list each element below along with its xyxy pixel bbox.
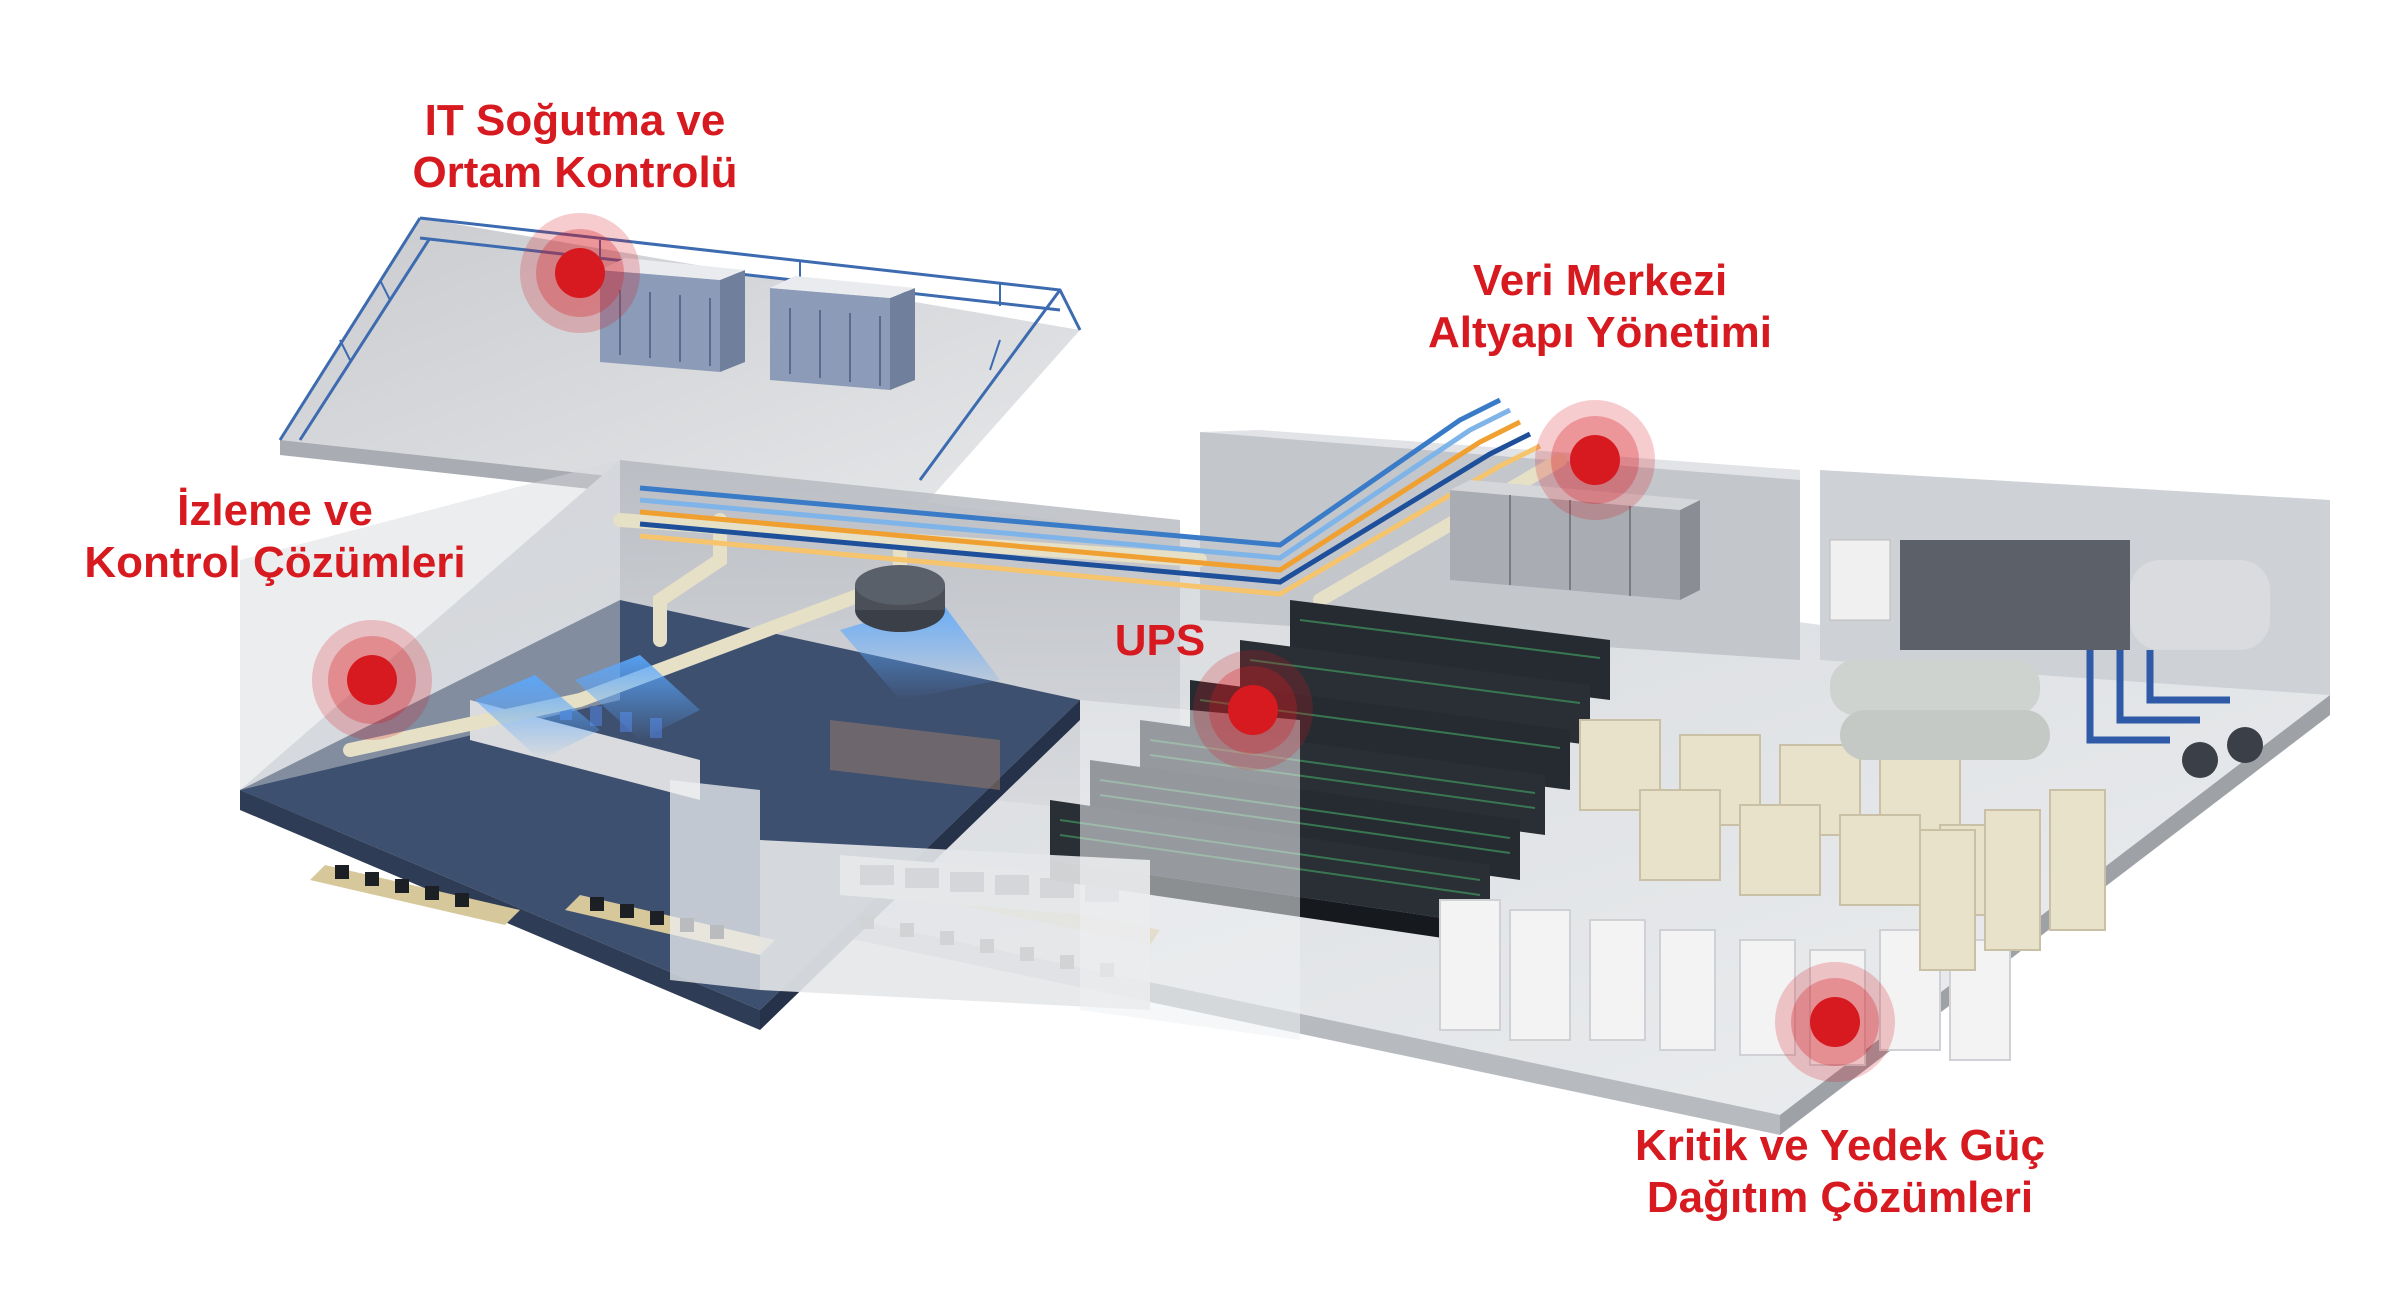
hotspot-monitoring[interactable] [312,620,432,740]
hotspot-power[interactable] [1775,962,1895,1082]
ceiling-fan-unit [855,565,945,632]
callout-power-line-2: Dağıtım Çözümleri [1646,1173,2034,1222]
hotspot-power-dot [1810,997,1860,1047]
rooftop-cooling-units [600,258,915,390]
partition-walls [670,700,1300,1040]
hotspot-dcim[interactable] [1535,400,1655,520]
callout-monitoring-line-2: Kontrol Çözümleri [84,538,466,587]
hotspot-cooling-dot [555,248,605,298]
callout-label-cooling: IT Soğutma ve Ortam Kontrolü [405,95,745,199]
callout-label-monitoring: İzleme ve Kontrol Çözümleri [70,485,480,589]
callout-cooling-line-1: IT Soğutma ve [424,96,726,145]
callout-dcim-line-2: Altyapı Yönetimi [1428,308,1772,357]
hotspot-monitoring-dot [347,655,397,705]
power-equipment [1439,719,2106,1066]
callout-ups-line-1: UPS [1114,616,1206,665]
callout-label-ups: UPS [1090,615,1230,667]
callout-cooling-line-2: Ortam Kontrolü [412,148,738,197]
generator-chillers [1829,539,2270,778]
hotspot-cooling[interactable] [520,213,640,333]
cooling-pipes [639,397,1542,597]
callout-power-line-1: Kritik ve Yedek Güç [1634,1121,2046,1170]
hotspot-ups-dot [1228,685,1278,735]
air-handling-units [1450,480,1700,600]
callout-monitoring-line-1: İzleme ve [177,486,373,535]
callout-label-dcim: Veri Merkezi Altyapı Yönetimi [1410,255,1790,359]
hotspot-dcim-dot [1570,435,1620,485]
callout-dcim-line-1: Veri Merkezi [1472,256,1728,305]
callout-label-power: Kritik ve Yedek Güç Dağıtım Çözümleri [1610,1120,2070,1224]
hotspot-ups[interactable] [1193,650,1313,770]
